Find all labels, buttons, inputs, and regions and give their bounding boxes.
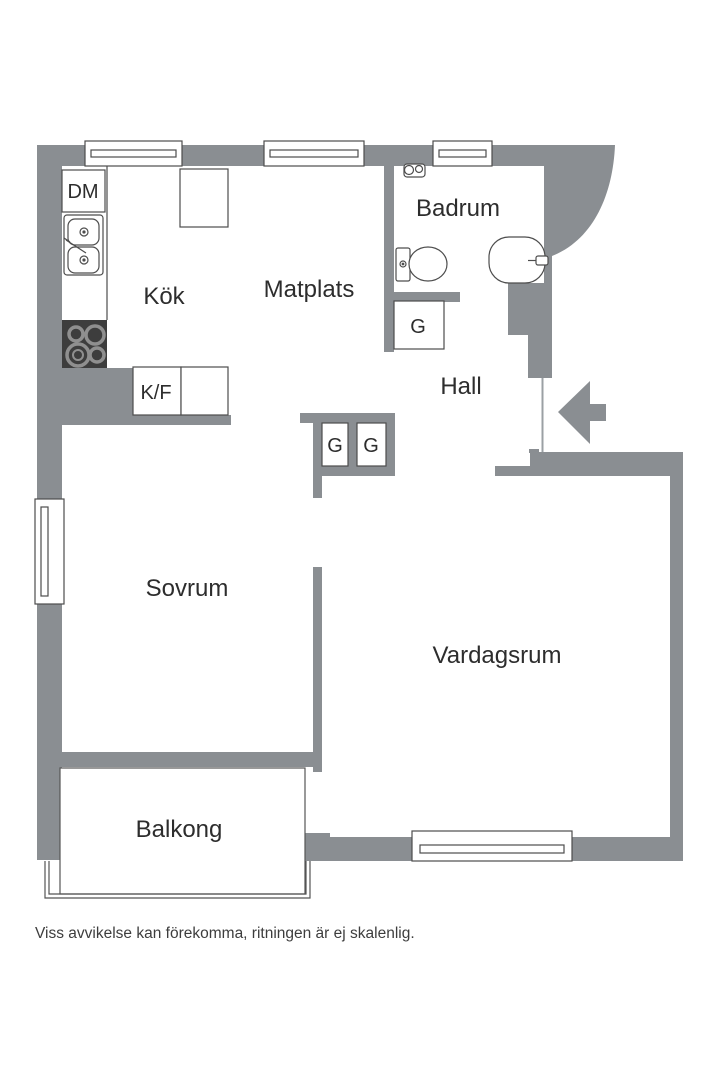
wall-closet-top (300, 413, 395, 423)
bathroom-sink-icon (488, 236, 549, 284)
dining-cabinet (179, 168, 229, 228)
room-label-balcony: Balkong (136, 816, 223, 843)
window-bathroom (432, 140, 493, 167)
room-label-bedroom: Sovrum (146, 575, 229, 602)
bathroom-fixtures (395, 163, 549, 284)
dishwasher-box (61, 169, 106, 213)
room-label-hall: Hall (440, 373, 481, 400)
wall-entry-main (530, 452, 683, 476)
room-label-kitchen: Kök (143, 283, 185, 310)
wall-entry-notch (529, 449, 539, 453)
window-dining (263, 140, 365, 167)
window-bedroom (34, 498, 65, 605)
entrance-arrow-icon (558, 381, 606, 444)
wall-living-bottom-left (310, 837, 412, 861)
wall-under-kf (133, 415, 231, 425)
closet-box-hall-left (321, 422, 349, 467)
wall-closet-divider (348, 423, 357, 466)
label-dishwasher: DM (67, 181, 98, 203)
balcony-structure (44, 767, 311, 899)
wall-closet-bottom (313, 466, 395, 476)
wall-kitchen-corner (37, 368, 133, 425)
disclaimer-text: Viss avvikelse kan förekomma, ritningen … (35, 925, 415, 942)
wall-bedroom-living-divider (313, 567, 322, 772)
closet-boxes (321, 300, 445, 467)
window-kitchen (84, 140, 183, 167)
wall-closet-right (386, 423, 395, 476)
label-closet-bathroom: G (410, 316, 426, 338)
label-fridge-freezer: K/F (140, 382, 171, 404)
labels: DM Kök Matplats Badrum Hall K/F G G G So… (35, 181, 561, 942)
wall-right (670, 452, 683, 861)
bathroom-small-fixture-icon (403, 163, 426, 178)
balcony-railing-inner (48, 861, 307, 895)
room-label-living: Vardagsrum (433, 642, 562, 669)
closet-box-hall-right (356, 422, 387, 467)
wall-bathroom-bottom (384, 292, 460, 302)
label-closet-hall-left: G (327, 435, 343, 457)
room-label-bathroom: Badrum (416, 195, 500, 222)
kitchen-sink-icon (63, 214, 104, 276)
balcony-railing-outer (44, 861, 311, 899)
label-closet-hall-right: G (363, 435, 379, 457)
window-living (411, 830, 573, 862)
wall-top-and-curved-corner (37, 145, 615, 378)
stove-icon (62, 320, 107, 368)
fridge-freezer-boxes (132, 366, 229, 416)
room-label-dining: Matplats (264, 276, 355, 303)
closet-box-bathroom (393, 300, 445, 350)
walls (37, 145, 683, 861)
toilet-icon (395, 246, 448, 282)
wall-entry-thin (495, 466, 530, 476)
kitchen-fixtures (61, 166, 229, 416)
wall-bedroom-bottom (58, 752, 322, 767)
wall-bathroom-left (384, 166, 394, 352)
wall-closet-left-leg (313, 423, 322, 498)
wall-living-bottom-right (572, 837, 683, 861)
windows (34, 140, 573, 862)
